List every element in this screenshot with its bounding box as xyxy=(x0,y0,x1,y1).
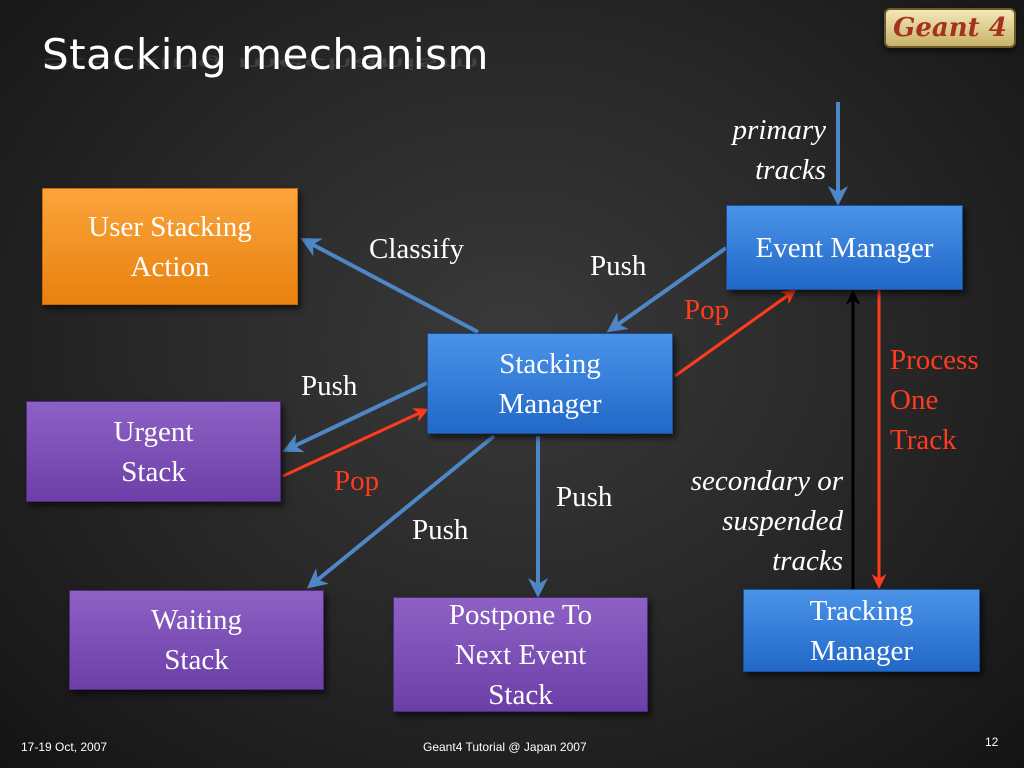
label-push-to-urgent: Push xyxy=(301,370,358,402)
label-pop-from-urgent: Pop xyxy=(334,465,380,497)
event-manager-label: Event Manager xyxy=(755,231,934,264)
label-primary-tracks: primary tracks xyxy=(732,114,826,186)
user-stacking-action-box: User Stacking Action xyxy=(42,188,298,305)
label-push-to-postpone: Push xyxy=(556,481,613,513)
tracking-manager-box: Tracking Manager xyxy=(743,589,980,672)
waiting-stack-label: Waiting Stack xyxy=(150,604,243,676)
label-pop-stacking-to-event: Pop xyxy=(684,294,730,326)
postpone-stack-label: Postpone To Next Event Stack xyxy=(448,598,593,711)
page-number: 12 xyxy=(985,735,999,749)
user-stacking-action-label: User Stacking Action xyxy=(88,210,252,283)
label-process-one-track: Process One Track xyxy=(890,344,979,456)
slide-title: Stacking mechanism xyxy=(42,30,489,79)
label-push-event-to-stacking: Push xyxy=(590,250,647,282)
arrow-classify xyxy=(300,238,479,334)
stacking-manager-box: Stacking Manager xyxy=(427,333,673,434)
urgent-stack-box: Urgent Stack xyxy=(26,401,281,502)
label-classify: Classify xyxy=(369,233,465,265)
arrow-push-to-urgent xyxy=(282,381,428,453)
postpone-stack-box: Postpone To Next Event Stack xyxy=(393,597,648,712)
label-secondary-tracks: secondary or suspended tracks xyxy=(690,465,843,577)
footer-event: Geant4 Tutorial @ Japan 2007 xyxy=(423,740,587,754)
event-manager-box: Event Manager xyxy=(726,205,963,290)
footer-date: 17-19 Oct, 2007 xyxy=(21,740,108,754)
geant4-logo: Geant 4 xyxy=(884,8,1016,48)
waiting-stack-box: Waiting Stack xyxy=(69,590,324,690)
label-push-to-waiting: Push xyxy=(412,514,469,546)
arrow-pop-from-urgent xyxy=(282,408,429,478)
arrow-push-event-to-stacking xyxy=(606,246,728,333)
urgent-stack-label: Urgent Stack xyxy=(113,415,194,488)
arrow-push-to-waiting xyxy=(306,434,496,589)
tracking-manager-label: Tracking Manager xyxy=(809,594,914,667)
stacking-manager-label: Stacking Manager xyxy=(498,347,602,420)
arrow-pop-stacking-to-event xyxy=(674,289,797,378)
